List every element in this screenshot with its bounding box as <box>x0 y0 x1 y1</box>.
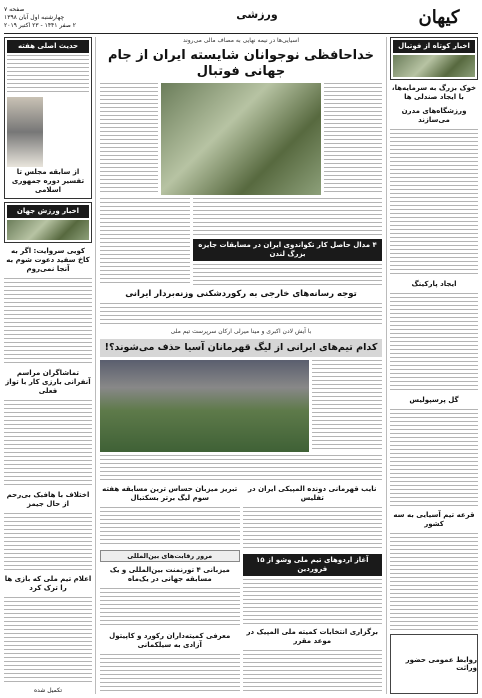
world-sports-photo <box>7 220 89 240</box>
short-news-photo <box>393 55 475 77</box>
hadith-body <box>7 55 89 95</box>
left-column: حدیث اصلی هفته از سابقه مجلس تا تفسیر دو… <box>4 37 96 694</box>
afc-body-right <box>312 360 382 452</box>
right-headline-5[interactable]: قرعه تیم آسیایی به سه کشور <box>393 510 475 528</box>
short-news-title: اخبار کوتاه از فوتبال <box>393 40 475 53</box>
main-story-row <box>100 83 382 195</box>
olympic-body <box>242 649 382 694</box>
afc-headline-band[interactable]: کدام تیم‌های ایرانی از لیگ قهرمانان آسیا… <box>100 339 382 357</box>
masthead-logo[interactable]: کیهان <box>418 6 460 28</box>
football-photo[interactable] <box>161 83 321 195</box>
left-headline-1[interactable]: کویی سروایت: اگر به کاخ سفید دعوت شوم به… <box>6 247 90 273</box>
right-body-4 <box>390 532 478 631</box>
ad-title: روابط عمومی حضور وراثت <box>405 655 477 672</box>
main-kicker: آسیایی‌ها در نیمه نهایی به مصاف مالی می‌… <box>182 37 300 44</box>
tournaments-headline[interactable]: میزبانی ۴ تورنمنت بین‌المللی و یک مسابقه… <box>109 566 230 583</box>
international-review-tag: مرور رقابت‌های بین‌المللی <box>100 550 240 562</box>
right-body-2 <box>390 293 478 392</box>
section-title: ورزشی <box>236 8 278 21</box>
short-news-box: اخبار کوتاه از فوتبال <box>390 37 478 80</box>
main-body-left <box>100 83 158 195</box>
cleric-portrait <box>7 97 43 167</box>
main-body-right <box>324 83 382 195</box>
secondary-body <box>193 198 382 236</box>
weightlifting-headline[interactable]: توجه رسانه‌های خارجی به رکوردشکنی وزنه‌ب… <box>125 289 357 299</box>
secondary-row: ۴ مدال حاصل کار تکواندوی ایران در مسابقا… <box>100 198 382 286</box>
issue-date: چهارشنبه اول آبان ۱۳۹۸ <box>4 14 65 21</box>
stadium-photo[interactable] <box>100 360 309 452</box>
issue-page: صفحه ۷ <box>4 6 25 13</box>
main-headline[interactable]: خداحافظی نوجوانان شایسته ایران از جام جه… <box>107 48 375 79</box>
record-headline[interactable]: معرفی کمیته‌داران رکورد و کاپیتول آزادی … <box>109 632 231 649</box>
issue-date-alt: ۲ صفر ۱۴۴۱ - ۲۳ اکتبر ۲۰۱۹ <box>4 22 76 29</box>
left-body-4 <box>4 597 92 684</box>
bottom-story-left: تبریز میزبان حساس ترین مسابقه هفته سوم ل… <box>100 484 240 694</box>
taekwondo-headline[interactable]: ۴ مدال حاصل کار تکواندوی ایران در مسابقا… <box>193 238 382 261</box>
main-column: آسیایی‌ها در نیمه نهایی به مصاف مالی می‌… <box>100 37 382 694</box>
right-headline-3[interactable]: ایجاد پارکینگ <box>411 280 457 289</box>
basketball-headline[interactable]: تبریز میزبان حساس ترین مسابقه هفته سوم ل… <box>102 485 238 502</box>
left-body-2 <box>4 400 92 487</box>
wushu-body <box>242 579 382 624</box>
left-body-1 <box>4 278 92 365</box>
right-column: اخبار کوتاه از فوتبال خوک بزرگ به سرمایه… <box>386 37 478 694</box>
world-sports-title: اخبار ورزش جهان <box>7 205 89 218</box>
right-headline-1[interactable]: خوک بزرگ به سرمایه‌ها، با ایجاد صندلی ها <box>391 84 477 101</box>
runner-headline[interactable]: نایب قهرمانی دونده المپیکی ایران در تفلی… <box>248 485 377 502</box>
left-body-3 <box>4 513 92 571</box>
page-columns: اخبار کوتاه از فوتبال خوک بزرگ به سرمایه… <box>4 34 478 694</box>
right-headline-2[interactable]: ورزشگاه‌های مدرن می‌سازند <box>401 107 467 124</box>
runner-body <box>242 507 382 552</box>
wushu-headline[interactable]: آغاز اردوهای تیم ملی وشو از ۱۵ فروردین <box>242 554 382 577</box>
record-body <box>100 654 240 694</box>
left-headline-2[interactable]: تماشاگران مراسم آنفرانی بارزی کار با توا… <box>5 369 91 395</box>
hadith-box: حدیث اصلی هفته از سابقه مجلس تا تفسیر دو… <box>4 37 92 199</box>
page-header: کیهان ورزشی صفحه ۷ چهارشنبه اول آبان ۱۳۹… <box>4 4 478 34</box>
afc-story-row <box>100 360 382 452</box>
hadith-title: حدیث اصلی هفته <box>7 40 89 53</box>
left-headline-3[interactable]: اختلاف با هافبک بی‌رحم از حال جیمز <box>6 491 90 508</box>
right-body-3 <box>390 408 478 507</box>
tournaments-body <box>100 588 240 628</box>
right-headline-4[interactable]: گل پرسپولیس <box>409 395 459 404</box>
left-headline-4[interactable]: اعلام تیم ملی که بازی ها را ترک کرد <box>4 575 92 592</box>
afc-body-bottom <box>100 455 382 481</box>
taekwondo-body <box>193 263 382 286</box>
secondary-story: ۴ مدال حاصل کار تکواندوی ایران در مسابقا… <box>193 198 382 286</box>
world-sports-box: اخبار ورزش جهان <box>4 202 92 243</box>
advertisement-box: روابط عمومی حضور وراثت <box>390 633 478 694</box>
left-footer-note: تکمیل شده <box>33 687 63 694</box>
issue-info: صفحه ۷ چهارشنبه اول آبان ۱۳۹۸ ۲ صفر ۱۴۴۱… <box>4 4 114 30</box>
bottom-story-right: نایب قهرمانی دونده المپیکی ایران در تفلی… <box>242 484 382 694</box>
hadith-caption[interactable]: از سابقه مجلس تا تفسیر دوره جمهوری اسلام… <box>11 168 85 194</box>
bottom-stories-row: نایب قهرمانی دونده المپیکی ایران در تفلی… <box>100 484 382 694</box>
secondary-body-left <box>100 198 190 286</box>
right-body-1 <box>390 129 478 277</box>
weightlifting-body <box>100 303 382 325</box>
olympic-committee-headline[interactable]: برگزاری انتخابات کمیته ملی المپیک در موع… <box>246 627 378 645</box>
basketball-body <box>100 507 240 547</box>
band-kicker: با آیش لادن اکبری و مینا میرلی ارکان سرپ… <box>170 328 312 335</box>
